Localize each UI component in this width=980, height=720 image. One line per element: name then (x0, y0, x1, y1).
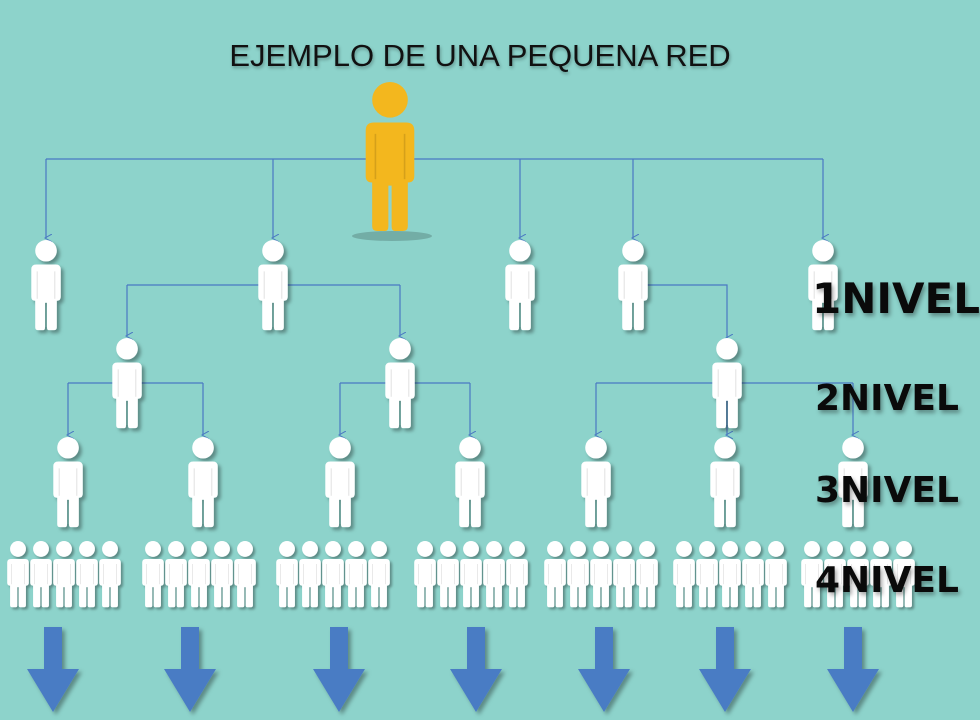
level4-person-icon (590, 541, 612, 608)
page-title: EJEMPLO DE UNA PEQUENA RED (229, 38, 731, 73)
level4-person-icon (636, 541, 658, 608)
network-diagram: EJEMPLO DE UNA PEQUENA RED 1NIVEL 2NIVEL… (7, 38, 980, 712)
level1-person-icon (505, 240, 535, 331)
root-shadow (352, 231, 432, 241)
level-label-3: 3NIVEL (815, 470, 959, 511)
level4-person-icon (742, 541, 764, 608)
level3-person-icon (325, 437, 355, 528)
level4-person-icon (460, 541, 482, 608)
growth-arrows (27, 627, 879, 712)
level4-person-icon (719, 541, 741, 608)
level4-person-icon (765, 541, 787, 608)
level4-person-icon (7, 541, 29, 608)
level4-person-icon (824, 541, 846, 608)
level4-person-icon (76, 541, 98, 608)
level1-person-icon (31, 240, 61, 331)
level4-person-icon (99, 541, 121, 608)
level4-person-icon (211, 541, 233, 608)
people-layer (7, 82, 915, 608)
down-arrow-icon (164, 627, 216, 712)
level4-person-icon (613, 541, 635, 608)
down-arrow-icon (313, 627, 365, 712)
level3-person-icon (838, 437, 868, 528)
level4-person-icon (870, 541, 892, 608)
level4-person-icon (30, 541, 52, 608)
level4-person-icon (276, 541, 298, 608)
level4-person-icon (345, 541, 367, 608)
level1-person-icon (808, 240, 838, 331)
network-tree (7, 82, 915, 712)
level4-person-icon (673, 541, 695, 608)
level4-person-icon (437, 541, 459, 608)
level-label-1: 1NIVEL (812, 274, 980, 323)
down-arrow-icon (450, 627, 502, 712)
level4-person-icon (696, 541, 718, 608)
level4-person-icon (544, 541, 566, 608)
level3-person-icon (710, 437, 740, 528)
level1-person-icon (618, 240, 648, 331)
level4-person-icon (368, 541, 390, 608)
level4-person-icon (53, 541, 75, 608)
level4-person-icon (414, 541, 436, 608)
down-arrow-icon (578, 627, 630, 712)
level4-person-icon (234, 541, 256, 608)
level4-person-icon (188, 541, 210, 608)
level4-person-icon (483, 541, 505, 608)
level1-person-icon (258, 240, 288, 331)
level3-person-icon (455, 437, 485, 528)
level4-person-icon (142, 541, 164, 608)
root-person-icon (365, 82, 415, 232)
down-arrow-icon (699, 627, 751, 712)
level4-person-icon (299, 541, 321, 608)
level3-person-icon (53, 437, 83, 528)
level2-person-icon (385, 338, 415, 429)
level2-person-icon (112, 338, 142, 429)
level3-person-icon (581, 437, 611, 528)
level4-person-icon (506, 541, 528, 608)
level4-person-icon (567, 541, 589, 608)
level4-person-icon (165, 541, 187, 608)
level4-person-icon (893, 541, 915, 608)
level2-person-icon (712, 338, 742, 429)
level1-to-level2-connector (633, 284, 727, 338)
down-arrow-icon (827, 627, 879, 712)
level4-person-icon (847, 541, 869, 608)
down-arrow-icon (27, 627, 79, 712)
level4-person-icon (322, 541, 344, 608)
level4-person-icon (801, 541, 823, 608)
level-label-4: 4NIVEL (815, 560, 959, 601)
level-label-2: 2NIVEL (815, 378, 959, 419)
level3-person-icon (188, 437, 218, 528)
